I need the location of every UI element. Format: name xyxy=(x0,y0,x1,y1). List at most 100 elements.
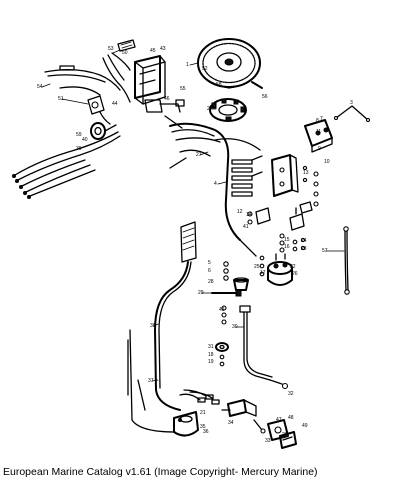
callout-28: 28 xyxy=(208,279,214,285)
callout-23: 23 xyxy=(301,246,307,252)
callout-33: 33 xyxy=(265,438,271,444)
spark-plug-leads xyxy=(44,52,131,103)
callout-43: 43 xyxy=(160,46,166,52)
callout-44: 44 xyxy=(112,101,118,107)
callout-40: 40 xyxy=(82,137,88,143)
small-fasteners xyxy=(219,354,225,367)
harness-connectors-bottom xyxy=(179,389,220,405)
small-bracket xyxy=(247,207,271,225)
solenoid-hardware xyxy=(259,255,265,277)
callout-6: 6 xyxy=(208,268,211,274)
callout-3: 3 xyxy=(350,100,353,106)
cable-end xyxy=(269,379,289,390)
callout-29: 29 xyxy=(198,290,204,296)
callout-13: 13 xyxy=(303,170,309,176)
flywheel-key xyxy=(251,81,263,89)
coil-decal xyxy=(117,39,136,52)
callout-7: 7 xyxy=(320,116,323,122)
callout-labels: 1 2 3 4 5 6 7 8 9 10 11 12 13 14 15 16 1… xyxy=(37,46,353,444)
remote-harness xyxy=(127,261,192,433)
callout-53: 53 xyxy=(108,46,114,52)
callout-26: 26 xyxy=(292,271,298,277)
callout-19: 19 xyxy=(208,359,214,365)
callout-35: 35 xyxy=(200,424,206,430)
starter-solenoid xyxy=(267,253,293,286)
image-caption: European Marine Catalog v1.61 (Image Cop… xyxy=(3,466,318,478)
callout-36: 36 xyxy=(203,429,209,435)
callout-41: 41 xyxy=(243,224,249,230)
callout-4: 4 xyxy=(214,181,217,187)
callout-17: 17 xyxy=(260,270,266,276)
callout-2: 2 xyxy=(207,106,210,112)
callout-12: 12 xyxy=(237,209,243,215)
exploded-parts-diagram: 1 2 3 4 5 6 7 8 9 10 11 12 13 14 15 16 1… xyxy=(12,38,371,449)
rectifier xyxy=(87,95,111,125)
callout-27: 27 xyxy=(196,152,202,158)
callout-52: 52 xyxy=(202,66,208,72)
callout-39: 39 xyxy=(76,146,82,152)
grommet-set xyxy=(223,261,229,281)
callout-48: 48 xyxy=(288,415,294,421)
callout-46: 46 xyxy=(164,96,170,102)
callout-20: 20 xyxy=(282,432,288,438)
extension-cable xyxy=(239,305,273,381)
clamp-part xyxy=(215,342,229,352)
callout-9: 9 xyxy=(318,146,321,152)
ground-clamp xyxy=(173,411,199,437)
callout-49: 49 xyxy=(302,423,308,429)
callout-24: 24 xyxy=(301,238,307,244)
pivot-screw xyxy=(253,419,266,434)
mounting-bracket xyxy=(271,154,299,197)
callout-50: 50 xyxy=(122,50,128,56)
callout-57: 57 xyxy=(322,248,328,254)
callout-51: 51 xyxy=(58,96,64,102)
callout-34: 34 xyxy=(228,420,234,426)
hardware-column-right xyxy=(299,165,319,214)
harness-clip xyxy=(144,99,185,113)
callout-45: 45 xyxy=(150,48,156,54)
callout-25: 25 xyxy=(254,264,260,270)
battery-cable xyxy=(343,226,350,295)
fuse-holder xyxy=(289,207,305,231)
callout-16: 16 xyxy=(284,244,290,250)
callout-1: 1 xyxy=(186,62,189,68)
flywheel xyxy=(197,38,261,89)
callout-18: 18 xyxy=(208,352,214,358)
callout-38: 38 xyxy=(150,323,156,329)
callout-59: 59 xyxy=(76,132,82,138)
terminal-cover xyxy=(279,431,297,449)
terminal-block xyxy=(231,155,263,197)
bolt xyxy=(211,289,242,297)
leader-lines xyxy=(41,49,345,382)
callout-37: 37 xyxy=(148,378,154,384)
trigger-module xyxy=(90,122,117,140)
callout-8: 8 xyxy=(316,118,319,124)
callout-30: 30 xyxy=(232,324,238,330)
callout-10: 10 xyxy=(324,159,330,165)
callout-56: 56 xyxy=(262,94,268,100)
cylinder-harness-left xyxy=(12,131,121,199)
voltage-regulator xyxy=(304,119,333,153)
callout-14: 14 xyxy=(246,212,252,218)
ignition-coil-pack xyxy=(134,55,166,105)
ground-strap xyxy=(333,105,371,123)
callout-21: 21 xyxy=(200,410,206,416)
callout-55: 55 xyxy=(180,86,186,92)
callout-22: 22 xyxy=(290,264,296,270)
stator xyxy=(209,98,247,122)
callout-42: 42 xyxy=(219,307,225,313)
callout-11: 11 xyxy=(316,129,321,135)
callout-47: 47 xyxy=(276,417,282,423)
callout-31: 31 xyxy=(208,344,214,350)
callout-58: 58 xyxy=(216,82,222,88)
callout-32: 32 xyxy=(288,391,294,397)
callout-15: 15 xyxy=(284,237,290,243)
callout-54: 54 xyxy=(37,84,43,90)
terminal-plate xyxy=(267,419,289,441)
callout-5: 5 xyxy=(208,260,211,266)
choke-solenoid xyxy=(221,399,257,417)
cap-part xyxy=(233,277,249,291)
engine-harness xyxy=(164,115,261,257)
remote-harness-plug xyxy=(180,221,197,263)
hardware-stack-center xyxy=(279,233,306,253)
